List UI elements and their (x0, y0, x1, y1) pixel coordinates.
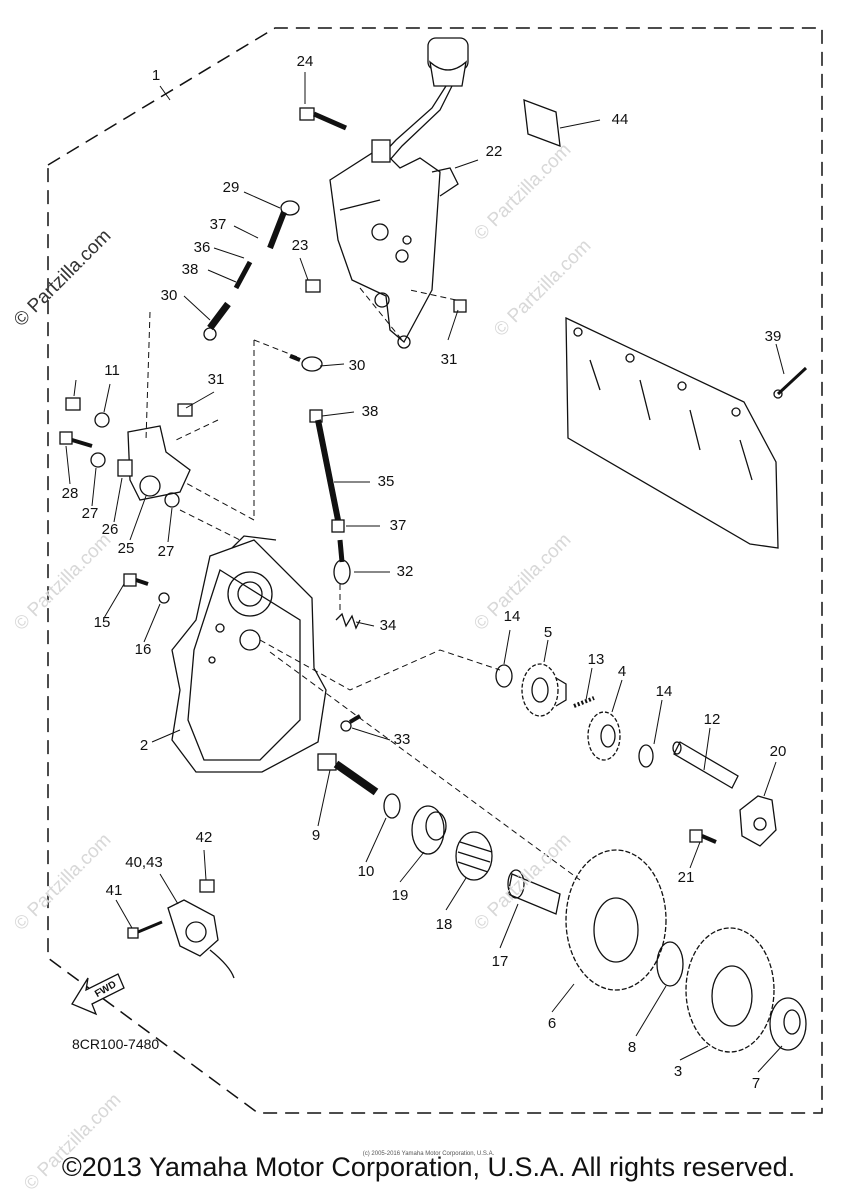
callout-label[interactable]: 5 (543, 624, 553, 641)
callout-label[interactable]: 16 (134, 641, 152, 658)
callout-label[interactable]: 27 (157, 543, 175, 560)
decal-44[interactable] (523, 99, 561, 147)
spring-13[interactable] (573, 696, 595, 708)
callout-label[interactable]: 40,43 (125, 854, 163, 871)
callout-label[interactable]: 3 (673, 1063, 683, 1080)
callout-label[interactable]: 22 (485, 143, 503, 160)
spring-34[interactable] (335, 612, 361, 630)
callout-label[interactable]: 7 (751, 1075, 761, 1092)
callout-label[interactable]: 24 (296, 53, 314, 70)
callout-label[interactable]: 13 (587, 651, 605, 668)
callout-label[interactable]: 29 (222, 179, 240, 196)
spring-18[interactable] (455, 831, 493, 881)
callout-label[interactable]: 25 (117, 540, 135, 557)
bolt-28[interactable] (59, 431, 93, 448)
callout-label[interactable]: 31 (207, 371, 225, 388)
bolt-21[interactable] (689, 829, 717, 844)
alignment-lines (145, 287, 581, 881)
callout-label[interactable]: 42 (195, 829, 213, 846)
callout-label[interactable]: 38 (361, 403, 379, 420)
washer-27a[interactable] (90, 452, 106, 468)
washer-14a[interactable] (495, 664, 513, 688)
callout-label[interactable]: 1 (151, 67, 161, 84)
diagram-code: 8CR100-7480 (72, 1036, 160, 1052)
callout-label[interactable]: 34 (379, 617, 397, 634)
shift-lever[interactable] (329, 37, 469, 349)
callout-label[interactable]: 38 (181, 261, 199, 278)
plate-20[interactable] (739, 795, 777, 847)
link-rod-upper[interactable] (203, 260, 253, 341)
callout-label[interactable]: 4 (617, 663, 627, 680)
callout-label[interactable]: 32 (396, 563, 414, 580)
washer-14b[interactable] (638, 744, 654, 768)
fwd-arrow-icon (71, 973, 125, 1016)
screw-39[interactable] (773, 366, 808, 399)
callout-label[interactable]: 36 (193, 239, 211, 256)
sprocket-4[interactable] (587, 711, 621, 761)
rod-end-29[interactable] (267, 200, 300, 250)
callout-label[interactable]: 30 (348, 357, 366, 374)
sleeve-17[interactable] (507, 869, 561, 915)
collar-19[interactable] (411, 805, 447, 855)
callout-label[interactable]: 26 (101, 521, 119, 538)
callout-label[interactable]: 17 (491, 953, 509, 970)
callout-label[interactable]: 37 (209, 216, 227, 233)
callout-label[interactable]: 37 (389, 517, 407, 534)
callout-label[interactable]: 35 (377, 473, 395, 490)
callout-label[interactable]: 30 (160, 287, 178, 304)
callout-label[interactable]: 8 (627, 1039, 637, 1056)
sensor-40[interactable] (167, 899, 235, 979)
callout-label[interactable]: 27 (81, 505, 99, 522)
callout-label[interactable]: 11 (104, 362, 120, 379)
washer-8[interactable] (656, 941, 684, 987)
callout-label[interactable]: 39 (764, 328, 782, 345)
callout-label[interactable]: 28 (61, 485, 79, 502)
cover-panel[interactable] (565, 316, 779, 549)
callout-label[interactable]: 6 (547, 1015, 557, 1032)
callout-label[interactable]: 2 (139, 737, 149, 754)
callout-label[interactable]: 20 (769, 743, 787, 760)
washer-10[interactable] (383, 793, 401, 819)
washer-27b[interactable] (164, 492, 180, 508)
callout-label[interactable]: 44 (611, 111, 629, 128)
copyright-notice: ©2013 Yamaha Motor Corporation, U.S.A. A… (61, 1152, 796, 1182)
chain-case[interactable] (171, 535, 327, 773)
callout-label[interactable]: 23 (291, 237, 309, 254)
bolt-33[interactable] (340, 714, 362, 732)
callout-label[interactable]: 15 (93, 614, 111, 631)
bracket-25[interactable] (127, 425, 191, 501)
callout-label[interactable]: 18 (435, 916, 453, 933)
collar-26[interactable] (117, 459, 133, 477)
callout-label[interactable]: 19 (391, 887, 409, 904)
callout-label[interactable]: 14 (503, 608, 521, 625)
callout-label[interactable]: 41 (105, 882, 123, 899)
sprocket-5[interactable] (521, 663, 567, 717)
bolt-9[interactable] (317, 753, 379, 796)
callout-label[interactable]: 31 (440, 351, 458, 368)
bolt-15[interactable] (123, 573, 149, 587)
collar-7[interactable] (769, 997, 807, 1051)
washer-16[interactable] (158, 592, 170, 604)
adjuster-rod[interactable] (289, 354, 351, 585)
screw-41[interactable] (127, 920, 163, 939)
callout-label[interactable]: 21 (677, 869, 695, 886)
callout-label[interactable]: 33 (393, 731, 411, 748)
callout-label[interactable]: 14 (655, 683, 673, 700)
bolt-24[interactable] (299, 107, 348, 131)
washer-11[interactable] (94, 412, 110, 428)
sprocket-3[interactable] (685, 927, 775, 1053)
small-notice: (c) 2005-2016 Yamaha Motor Corporation, … (362, 1151, 495, 1157)
assembly-boundary (47, 27, 823, 1114)
shaft-12[interactable] (672, 741, 739, 789)
leader-lines (65, 72, 785, 1073)
callout-label[interactable]: 9 (311, 827, 321, 844)
callout-label[interactable]: 10 (357, 863, 375, 880)
callout-label[interactable]: 12 (703, 711, 721, 728)
nut-42[interactable] (199, 879, 215, 893)
sprocket-6[interactable] (565, 849, 667, 991)
